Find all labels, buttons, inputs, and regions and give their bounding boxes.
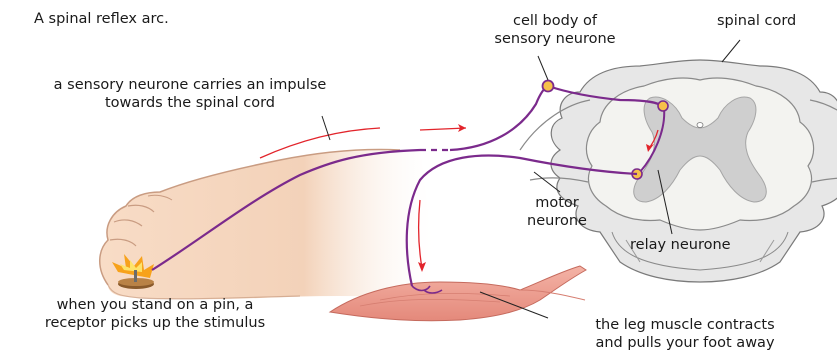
spinal-cord-label: spinal cord xyxy=(717,12,796,30)
sensory-neurone-label: a sensory neurone carries an impulse tow… xyxy=(30,76,350,112)
pin-receptor-label-line1: when you stand on a pin, a xyxy=(20,296,290,314)
sensory-cell-body xyxy=(543,81,554,92)
sensory-neurone-label-line2: towards the spinal cord xyxy=(30,94,350,112)
cell-body-label: cell body of sensory neurone xyxy=(490,12,620,48)
diagram-caption: A spinal reflex arc. xyxy=(34,10,169,28)
relay-neurone-label: relay neurone xyxy=(630,236,731,254)
sensory-neurone-label-line1: a sensory neurone carries an impulse xyxy=(30,76,350,94)
motor-neurone-label: motor neurone xyxy=(522,194,592,230)
muscle-label-line2: and pulls your foot away xyxy=(560,334,810,352)
muscle-label: the leg muscle contracts and pulls your … xyxy=(560,316,810,352)
pin-receptor-label: when you stand on a pin, a receptor pick… xyxy=(20,296,290,332)
pin-receptor-label-line2: receptor picks up the stimulus xyxy=(20,314,290,332)
muscle-label-line1: the leg muscle contracts xyxy=(560,316,810,334)
cell-body-label-line1: cell body of xyxy=(490,12,620,30)
motor-neurone-label-line2: neurone xyxy=(522,212,592,230)
cell-body-label-line2: sensory neurone xyxy=(490,30,620,48)
foot xyxy=(100,149,440,300)
motor-neurone-label-line1: motor xyxy=(522,194,592,212)
